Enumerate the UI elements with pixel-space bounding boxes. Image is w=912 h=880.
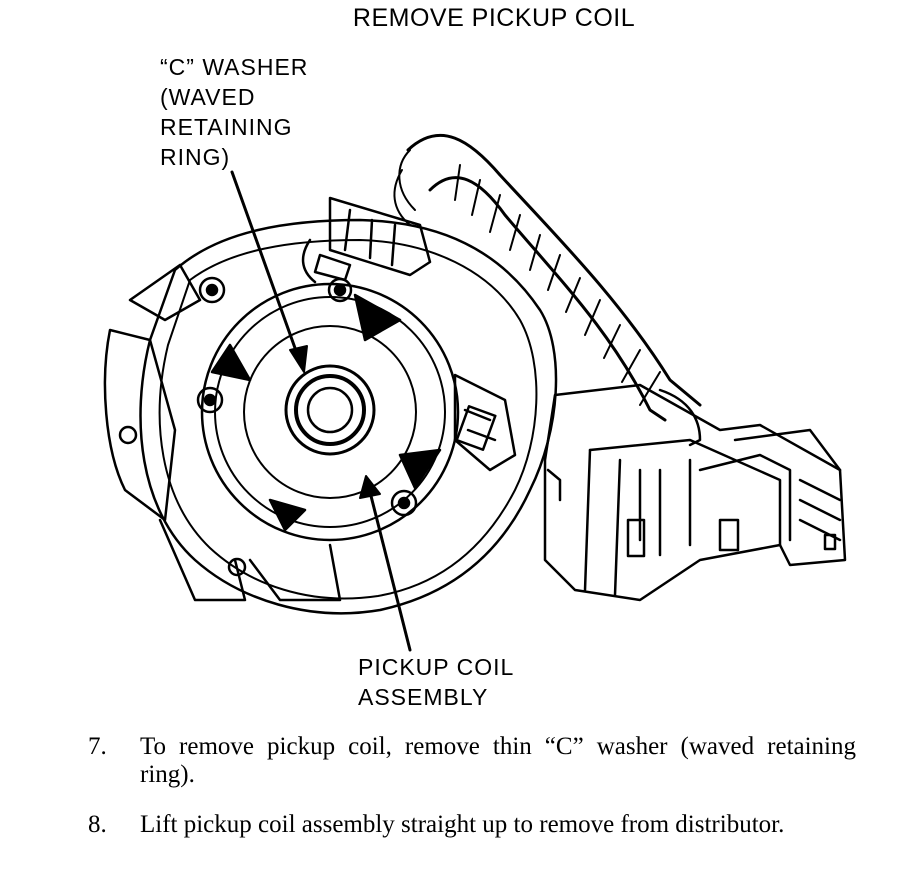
callout-line: “C” WASHER: [160, 54, 309, 80]
harness-connector: [543, 383, 847, 602]
callout-line: ASSEMBLY: [358, 684, 489, 710]
step-number: 7.: [88, 733, 107, 760]
step-7: 7. To remove pickup coil, remove thin “C…: [88, 733, 856, 789]
callout-line: (WAVED: [160, 84, 256, 110]
callout-line: PICKUP COIL: [358, 654, 515, 680]
step-number: 8.: [88, 811, 107, 838]
instruction-steps: 7. To remove pickup coil, remove thin “C…: [88, 733, 856, 861]
wiring-harness: [393, 133, 702, 447]
pickup-coil-callout: PICKUP COIL ASSEMBLY: [358, 652, 514, 712]
leader-arrows: [230, 170, 412, 652]
figure-title: REMOVE PICKUP COIL: [352, 4, 636, 32]
c-washer: [284, 364, 376, 456]
step-text: To remove pickup coil, remove thin “C” w…: [140, 733, 856, 788]
step-8: 8. Lift pickup coil assembly straight up…: [88, 811, 856, 839]
callout-line: RING): [160, 144, 231, 170]
pickup-coil-assembly: [200, 282, 460, 542]
mounting-screws: [196, 276, 418, 517]
distributor-housing: [103, 218, 558, 615]
callout-line: RETAINING: [160, 114, 293, 140]
step-text: Lift pickup coil assembly straight up to…: [140, 811, 785, 838]
coil-side-terminal: [453, 373, 517, 472]
c-washer-callout: “C” WASHER (WAVED RETAINING RING): [160, 52, 308, 172]
